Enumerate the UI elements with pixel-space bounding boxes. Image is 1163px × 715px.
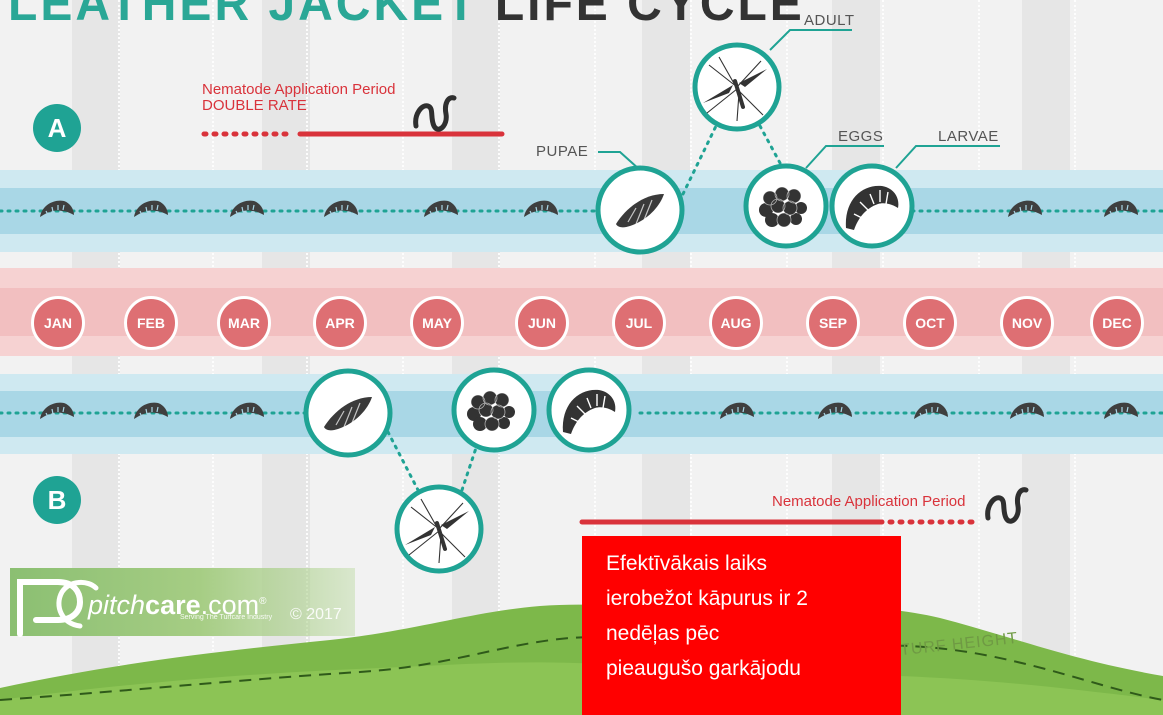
larva-icon: [1104, 201, 1138, 217]
larva-icon: [230, 201, 264, 217]
overlay-note-line: ierobežot kāpurus ir 2: [606, 581, 901, 616]
larva-icon: [914, 403, 948, 419]
larva-icon: [720, 403, 754, 419]
crane-fly-icon: [695, 45, 779, 129]
larva-icon: [818, 403, 852, 419]
overlay-note-line: pieaugušo garkājodu: [606, 651, 901, 686]
adult-leader: [770, 30, 852, 50]
nematode-worm-icon: [988, 490, 1026, 522]
stage-label-eggs: EGGS: [838, 128, 883, 145]
overlay-note-line: nedēļas pēc: [606, 616, 901, 651]
larva-icon: [40, 403, 74, 419]
crane-fly-icon: [397, 487, 481, 571]
scenario-a-nematode-rate: DOUBLE RATE: [202, 98, 307, 114]
larva-icon: [424, 201, 458, 217]
larva-icon: [1104, 403, 1138, 419]
scenario-b-stages: [306, 370, 629, 571]
larva-icon: [1010, 403, 1044, 419]
scenario-a-nematode-title: Nematode Application Period: [202, 82, 395, 98]
scenario-a-larvae: [40, 201, 1138, 217]
larva-icon: [524, 201, 558, 217]
larva-icon: [324, 201, 358, 217]
scenario-b-nematode-title: Nematode Application Period: [772, 494, 965, 510]
larva-icon: [134, 201, 168, 217]
larva-icon: [230, 403, 264, 419]
eggs-icon: [454, 370, 534, 450]
overlay-note-line: Efektīvākais laiks: [606, 546, 901, 581]
larva-icon: [549, 370, 629, 450]
eggs-icon: [746, 166, 826, 246]
stage-label-larvae: LARVAE: [938, 128, 999, 145]
pupa-icon: [598, 168, 682, 252]
larvae-leader: [896, 146, 1000, 168]
larva-icon: [134, 403, 168, 419]
stage-label-pupae: PUPAE: [536, 143, 588, 160]
larva-icon: [1008, 201, 1042, 217]
pupa-icon: [306, 371, 390, 455]
overlay-note: Efektīvākais laiks ierobežot kāpurus ir …: [582, 536, 901, 715]
larva-icon: [40, 201, 74, 217]
larva-icon: [832, 166, 912, 246]
stage-label-adult: ADULT: [804, 12, 855, 29]
nematode-worm-icon: [416, 98, 454, 130]
